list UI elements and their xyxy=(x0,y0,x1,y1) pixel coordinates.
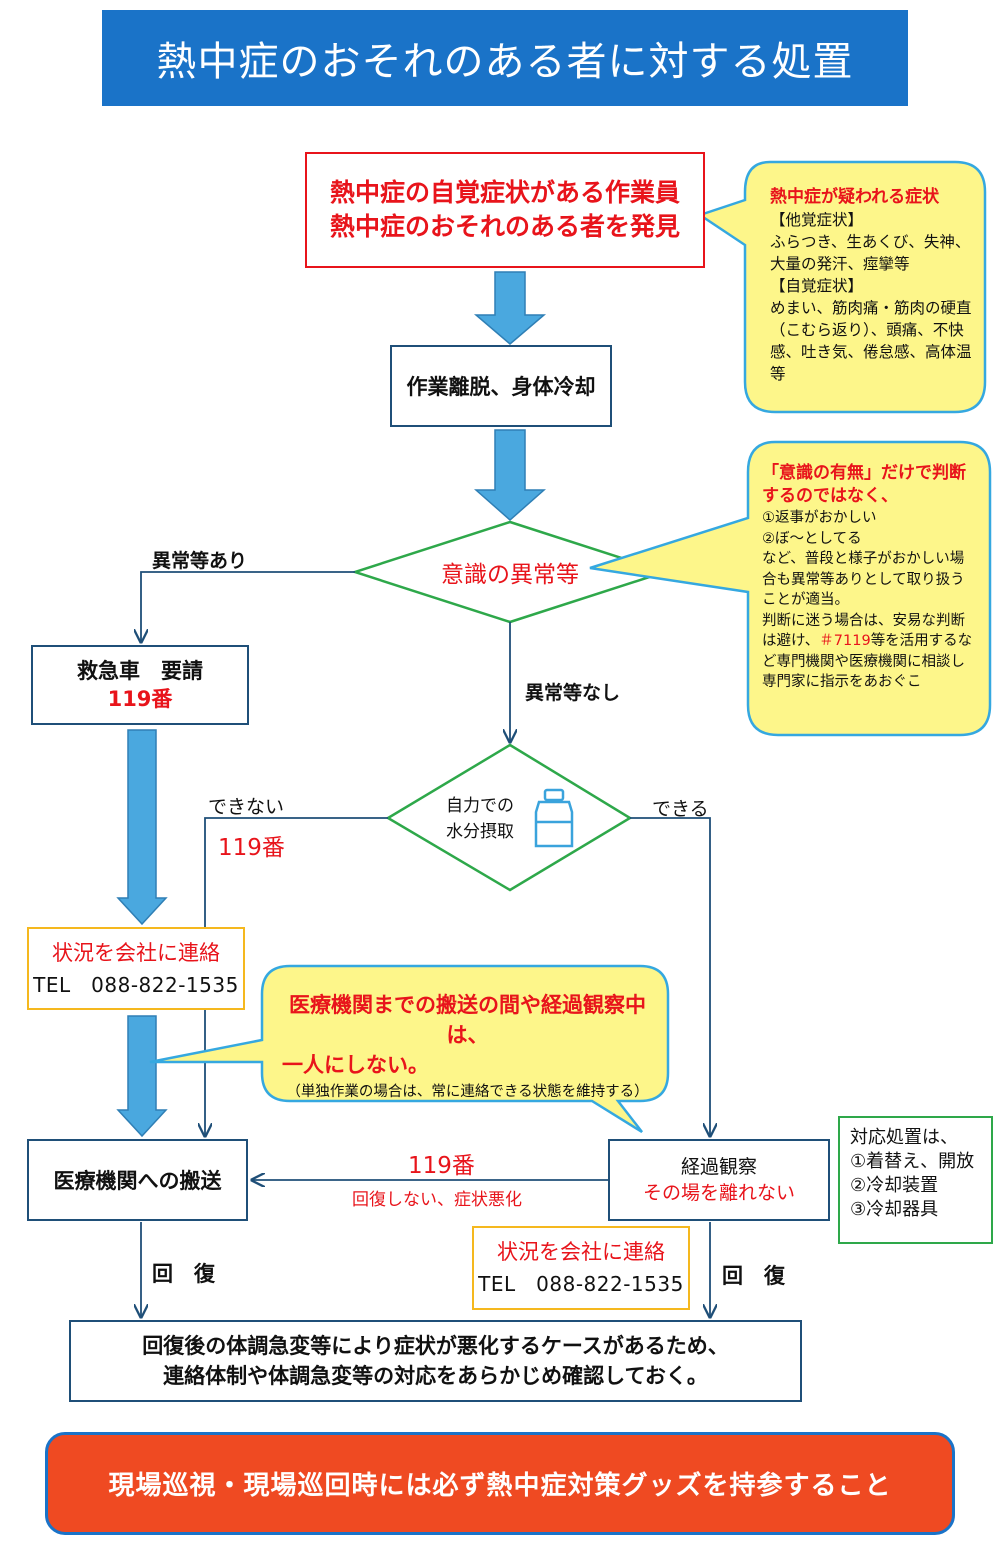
block-arrow-contact-to-transport xyxy=(116,1015,168,1138)
decision-diamond-water xyxy=(385,743,633,892)
bottom-banner: 現場巡視・現場巡回時には必ず熱中症対策グッズを持参すること xyxy=(45,1432,955,1535)
label-recover-left: 回 復 xyxy=(152,1262,215,1286)
contact-company-box-2: 状況を会社に連絡 TEL 088-822-1535 xyxy=(472,1226,690,1310)
start-box: 熱中症の自覚症状がある作業員 熱中症のおそれのある者を発見 xyxy=(305,152,705,268)
label-abnormal-no: 異常等なし xyxy=(525,682,621,704)
start-line1: 熱中症の自覚症状がある作業員 xyxy=(329,178,680,207)
final-note-box: 回復後の体調急変等により症状が悪化するケースがあるため、 連絡体制や体調急変等の… xyxy=(69,1320,802,1402)
block-arrow-remove-to-decision xyxy=(474,429,546,522)
final-line1: 回復後の体調急変等により症状が悪化するケースがあるため、 xyxy=(142,1334,729,1358)
final-line2: 連絡体制や体調急変等の対応をあらかじめ確認しておく。 xyxy=(163,1364,708,1388)
label-cannot: できない xyxy=(208,796,285,818)
consciousness-body-1: など、普段と様子がおかしい場合も異常等ありとして取り扱うことが適当。 xyxy=(762,551,965,608)
bubble-alone-text: 医療機関までの搬送の間や経過観察中は、 一人にしない。 （単独作業の場合は、常に… xyxy=(270,990,665,1104)
contact1-tel: TEL 088-822-1535 xyxy=(33,972,239,997)
ambulance-request-box: 救急車 要請 119番 xyxy=(31,645,249,725)
contact2-tel: TEL 088-822-1535 xyxy=(478,1272,684,1296)
decision-consciousness-label: 意識の異常等 xyxy=(441,562,579,588)
connector-abnormal-yes xyxy=(141,571,355,642)
ambulance-line2: 119番 xyxy=(107,687,173,711)
observe-line2: その場を離れない xyxy=(642,1182,795,1204)
water-bottle-icon xyxy=(534,788,574,848)
label-119-middle: 119番 xyxy=(408,1153,475,1179)
consciousness-body-2c: 等を活用するなど専門機関や医療機関に相談し専門家に指示をあおぐこ xyxy=(762,633,973,690)
consciousness-item-1: ①返事がおかしい xyxy=(762,510,877,526)
decision-water-label: 自力での 水分摂取 xyxy=(430,793,530,845)
remove-and-cool-box: 作業離脱、身体冷却 xyxy=(390,345,612,427)
measures-item-3: ③冷却器具 xyxy=(850,1199,939,1220)
bubble-symptoms-shape xyxy=(697,160,987,414)
ambulance-line1: 救急車 要請 xyxy=(77,659,203,683)
measures-item-2: ②冷却装置 xyxy=(850,1175,939,1196)
contact1-line1: 状況を会社に連絡 xyxy=(52,940,220,965)
bubble-alone-shape xyxy=(149,964,670,1134)
contact2-line1: 状況を会社に連絡 xyxy=(497,1240,665,1264)
bubble-symptoms-text: 熱中症が疑われる症状 【他覚症状】 ふらつき、生あくび、失神、大量の発汗、痙攣等… xyxy=(770,185,975,385)
consciousness-item-2: ②ぼ～としてる xyxy=(762,530,862,547)
consciousness-body-2a: 判断に迷う場合は、安易な判断は避け、 xyxy=(762,612,965,650)
bubble-alone-note: （単独作業の場合は、常に連絡できる状態を維持する） xyxy=(286,1084,649,1100)
symptoms-self-title: 【自覚症状】 xyxy=(770,277,864,295)
observe-line1: 経過観察 xyxy=(680,1156,757,1178)
block-arrow-ambulance-to-contact xyxy=(116,729,168,926)
connector-can xyxy=(630,817,710,1136)
symptoms-heading: 熱中症が疑われる症状 xyxy=(770,187,940,207)
measures-box: 対応処置は、 ①着替え、開放 ②冷却装置 ③冷却器具 xyxy=(838,1116,993,1244)
observation-box: 経過観察 その場を離れない xyxy=(608,1139,830,1221)
connector-cannot xyxy=(205,817,388,1136)
contact-company-box-1: 状況を会社に連絡 TEL 088-822-1535 xyxy=(27,927,245,1010)
consciousness-heading: 「意識の有無」だけで判断するのではなく、 xyxy=(762,463,966,506)
label-not-recover: 回復しない、症状悪化 xyxy=(352,1190,522,1210)
label-can: できる xyxy=(652,798,709,820)
symptoms-self-body: めまい、筋肉痛・筋肉の硬直（こむら返り）、頭痛、不快感、吐き気、倦怠感、高体温等 xyxy=(770,299,972,383)
measures-title: 対応処置は、 xyxy=(850,1127,958,1148)
bubble-alone-line2: 一人にしない。 xyxy=(282,1053,429,1077)
decision-water-line1: 自力での xyxy=(446,796,514,816)
page-title: 熱中症のおそれのある者に対する処置 xyxy=(102,10,908,106)
consciousness-body-2: 判断に迷う場合は、安易な判断は避け、＃7119等を活用するなど専門機関や医療機関… xyxy=(762,611,978,693)
bubble-consciousness-text: 「意識の有無」だけで判断するのではなく、 ①返事がおかしい ②ぼ～としてる など… xyxy=(762,462,978,693)
decision-water-line2: 水分摂取 xyxy=(446,822,514,842)
hospital-transport-box: 医療機関への搬送 xyxy=(27,1139,248,1221)
measures-item-1: ①着替え、開放 xyxy=(850,1151,975,1172)
block-arrow-start-to-remove xyxy=(473,271,547,345)
consciousness-7119: ＃7119 xyxy=(819,633,871,649)
start-line2: 熱中症のおそれのある者を発見 xyxy=(329,212,680,241)
symptoms-other-title: 【他覚症状】 xyxy=(770,211,864,229)
bubble-alone-line1: 医療機関までの搬送の間や経過観察中は、 xyxy=(289,993,646,1047)
label-119-left: 119番 xyxy=(218,835,285,861)
symptoms-other-body: ふらつき、生あくび、失神、大量の発汗、痙攣等 xyxy=(770,233,971,273)
label-recover-right: 回 復 xyxy=(722,1264,785,1288)
label-abnormal-yes: 異常等あり xyxy=(152,550,248,572)
bubble-consciousness-shape xyxy=(589,440,992,737)
